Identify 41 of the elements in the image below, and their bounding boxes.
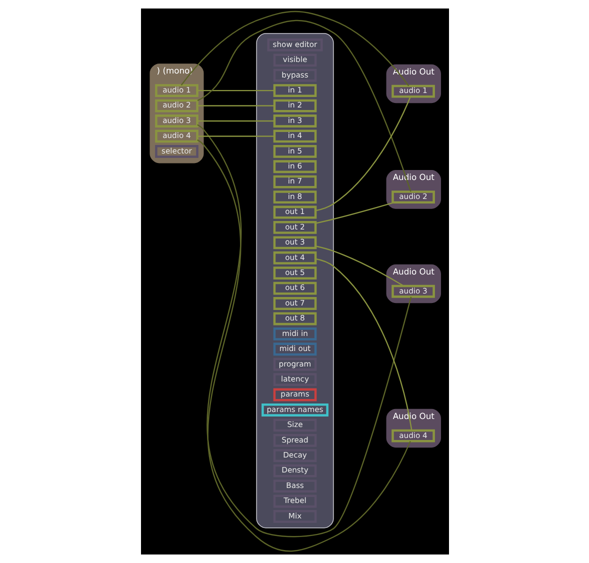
node-box: audio 3 (154, 114, 198, 128)
node-box: audio 4 (154, 130, 198, 143)
node-box: in 5 (272, 144, 316, 158)
connector (315, 96, 410, 212)
node-box: audio 1 (391, 84, 434, 98)
node-box: audio 2 (154, 99, 198, 112)
node-box: out 5 (272, 266, 316, 280)
node-box: in 7 (272, 175, 316, 188)
node-box: audio 3 (391, 284, 434, 298)
node-box: out 2 (272, 221, 316, 234)
node-box: audio 1 (154, 84, 198, 98)
connector (196, 20, 411, 192)
node-box: out 3 (272, 236, 316, 250)
node-box: in 1 (272, 84, 316, 98)
node-box: midi in (272, 327, 316, 340)
node-box: latency (272, 373, 316, 386)
node-box: in 8 (272, 190, 316, 204)
connector (314, 202, 394, 224)
connector (314, 246, 404, 287)
node-box: out 1 (272, 206, 316, 219)
node-box: selector (154, 144, 198, 158)
node-box: out 6 (272, 282, 316, 295)
cluster (256, 33, 334, 528)
node-box: audio 4 (391, 429, 434, 442)
connector (315, 258, 412, 430)
node-box: out 8 (272, 312, 316, 326)
connector (196, 120, 274, 122)
connector (196, 105, 274, 106)
connector (196, 136, 274, 137)
node-box: audio 2 (391, 190, 434, 204)
node-box: midi out (272, 342, 316, 356)
connector (196, 90, 274, 92)
node-box: out 7 (272, 297, 316, 310)
connector (180, 10, 409, 86)
node-box: out 4 (272, 251, 316, 264)
node-box: in 2 (272, 99, 316, 112)
node-box: params (272, 388, 316, 402)
node-box: params names (261, 404, 328, 416)
node-box: in 3 (272, 114, 316, 128)
node-box: in 6 (272, 160, 316, 174)
node-box: in 4 (272, 130, 316, 143)
